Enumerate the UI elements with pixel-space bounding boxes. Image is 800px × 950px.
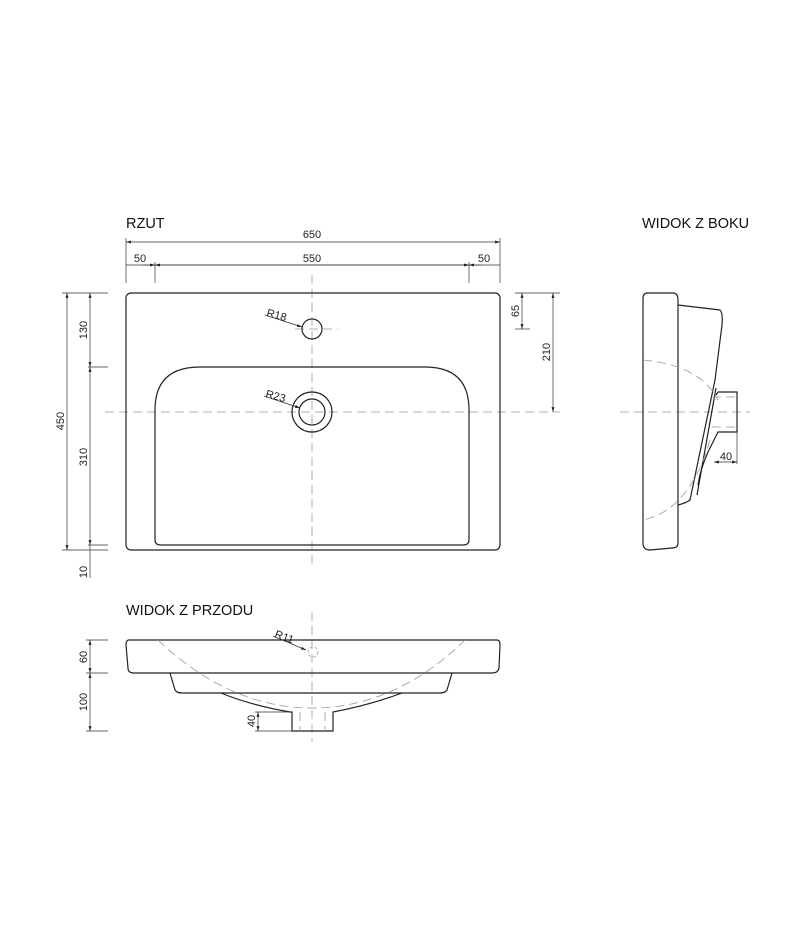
drain-radius-label: R23 <box>264 388 287 405</box>
r18-leader <box>264 314 303 328</box>
front-slab <box>125 639 501 674</box>
dim-front-bowl-height: 100 <box>78 693 90 711</box>
dim-left-margin: 50 <box>134 253 146 265</box>
dim-rear-margin: 10 <box>78 566 90 578</box>
side-slab <box>642 292 679 551</box>
front-view-title: WIDOK Z PRZODU <box>126 603 253 619</box>
tap-hole <box>301 318 323 340</box>
drain-outer <box>291 391 333 433</box>
dim-front-slab-height: 60 <box>78 651 90 663</box>
dim-tap-hole-offset: 65 <box>510 305 522 317</box>
dim-total-width: 650 <box>303 229 321 241</box>
side-view-title: WIDOK Z BOKU <box>642 216 749 232</box>
front-bowl <box>169 672 453 694</box>
drain-inner <box>298 398 326 426</box>
dim-front-to-basin: 130 <box>78 321 90 339</box>
side-bowl-back <box>677 304 723 381</box>
dim-inner-width: 550 <box>303 253 321 265</box>
basin-outline <box>125 292 501 551</box>
dim-right-margin: 50 <box>478 253 490 265</box>
tap-hole-radius-label: R18 <box>265 307 288 324</box>
overflow-radius-label: R11 <box>273 629 295 647</box>
bowl-outline <box>154 366 470 546</box>
dim-side-outlet: 40 <box>720 451 732 463</box>
dim-drain-offset: 210 <box>541 343 553 361</box>
r23-leader <box>263 395 301 409</box>
top-view: RZUT R18 R23 650 50 550 50 <box>55 216 560 578</box>
dim-front-outlet: 40 <box>246 715 258 727</box>
overflow-hole <box>307 646 319 658</box>
top-view-title: RZUT <box>126 216 165 232</box>
dim-basin-depth: 310 <box>78 448 90 466</box>
front-view: WIDOK Z PRZODU R11 60 100 40 <box>78 603 501 742</box>
side-view: WIDOK Z BOKU 40 <box>620 216 750 551</box>
dim-total-depth: 450 <box>55 412 67 430</box>
